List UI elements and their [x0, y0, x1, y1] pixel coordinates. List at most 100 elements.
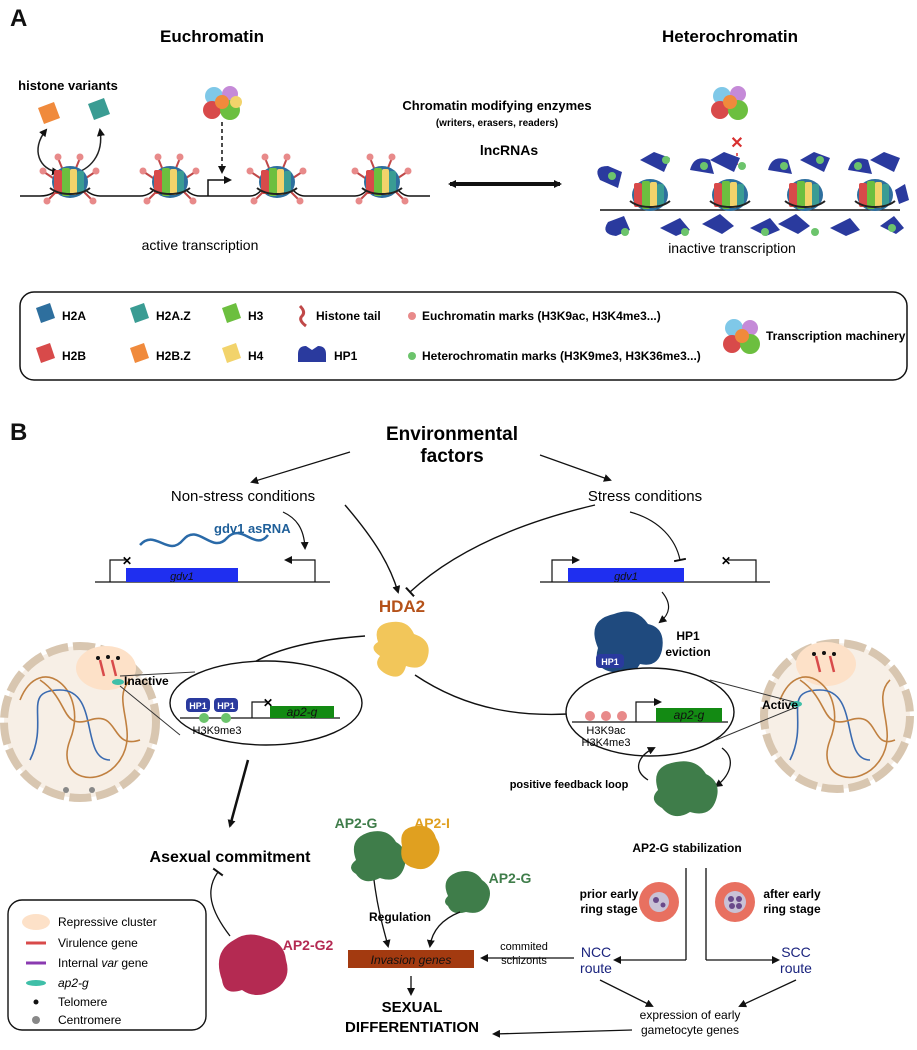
positive-feedback-label: positive feedback loop: [510, 779, 629, 791]
expression-label: expression of early: [640, 1008, 741, 1022]
sexual-differentiation-label: SEXUAL: [382, 999, 443, 1016]
legend-h3: H3: [248, 309, 264, 323]
gdv1-right-antisense: [728, 559, 757, 582]
gdv1-left-block-icon: ✕: [122, 554, 132, 568]
active-zoom-line-1: [709, 679, 795, 703]
h2b-icon: [36, 343, 55, 363]
histone-variants-label: histone variants: [18, 78, 118, 93]
stress-inhibit-antisense: [629, 511, 687, 563]
legend-internal-var-b: var: [101, 956, 119, 970]
complex-to-invasion-arrow: [373, 879, 391, 948]
hetero-mark-icon: [408, 352, 416, 360]
active-label: Active: [762, 698, 798, 712]
nucleosome-3: [245, 152, 308, 206]
ap2g-stabilized-protein-icon: [653, 761, 718, 817]
h2az-icon: [130, 303, 149, 323]
legend-telomere: Telomere: [58, 995, 108, 1009]
histone-tail-icon: [298, 304, 307, 328]
inactive-locus-ellipse: [169, 660, 363, 746]
env-factors-title-2: factors: [420, 446, 483, 467]
expression-label-2: gametocyte genes: [641, 1023, 739, 1037]
legend-machinery: Transcription machinery: [766, 329, 906, 343]
gdv1-right-gene: [568, 568, 684, 582]
legend-internal-var-c: gene: [118, 956, 148, 970]
panel-a-legend-box: [19, 291, 908, 381]
hda2-inhibit-active: [414, 674, 570, 721]
h3k4me3-label: H3K4me3: [582, 737, 631, 749]
gdv1-left-label: gdv1: [170, 571, 194, 583]
inactive-zoom-line-1: [119, 671, 196, 677]
inactive-tss: [251, 701, 268, 718]
panel-b-letter: B: [10, 419, 27, 446]
ap2g-left-label: ap2-g: [287, 705, 318, 719]
stress-label: Stress conditions: [588, 488, 702, 505]
heterochromatin-nucleosomes: [629, 178, 896, 212]
panel-a-letter: A: [10, 5, 27, 32]
ap2g-mid-label: AP2-G: [489, 870, 532, 886]
hp1-small-tag: [596, 654, 624, 668]
ap2g2-protein-icon: [218, 934, 288, 995]
legend-hp1: HP1: [334, 349, 358, 363]
ap2g-free-protein-icon: [445, 871, 490, 914]
commited-label: commited: [500, 941, 548, 953]
centromere-icon: [32, 1016, 40, 1024]
hda2-protein-icon: [373, 621, 429, 677]
gdv1-asrna-label: gdv1 asRNA: [214, 521, 291, 536]
euchromatin-title: Euchromatin: [160, 27, 264, 46]
env-to-stress-arrow: [539, 454, 612, 482]
ncc-label: NCC: [581, 944, 611, 960]
legend-h2az: H2A.Z: [156, 309, 191, 323]
hp1-bound-2-label: HP1: [217, 701, 235, 711]
ring-stage-late-icon: [715, 882, 755, 922]
legend-h2bz: H2B.Z: [156, 349, 191, 363]
h2bz-icon: [130, 343, 149, 363]
after-early-label: after early: [763, 887, 821, 901]
blocked-machinery-icon: [711, 86, 748, 120]
heterochromatin-title: Heterochromatin: [662, 27, 798, 46]
h2bz-variant-icon: [38, 102, 60, 124]
h3k9me3-label: H3K9me3: [193, 725, 242, 737]
eu-mark-2: [601, 711, 611, 721]
hp1-icon: [298, 346, 326, 362]
after-early-label-2: ring stage: [763, 902, 821, 916]
lncrnas-label: lncRNAs: [480, 142, 539, 158]
nucleosome-2: [138, 152, 201, 206]
left-nucleus: [0, 642, 160, 802]
feedback-arrow-out: [714, 747, 731, 788]
env-to-nonstress-arrow: [250, 451, 351, 485]
asexual-commitment-label: Asexual commitment: [150, 849, 312, 866]
scc-to-expression-arrow: [738, 979, 797, 1008]
ap2g-stabilization-label: AP2-G stabilization: [632, 841, 741, 855]
active-transcription-label: active transcription: [142, 237, 259, 253]
enzymes-label: Chromatin modifying enzymes: [402, 98, 591, 113]
legend-centromere: Centromere: [58, 1013, 122, 1027]
gdv1-right-tss: [551, 556, 580, 582]
eu-mark-icon: [408, 312, 416, 320]
nonstress-to-hda2-arrow: [344, 504, 401, 594]
tss-arrow-icon: [207, 176, 232, 196]
h3k9me3-mark-2: [221, 713, 231, 723]
legend-virulence: Virulence gene: [58, 936, 138, 950]
h3k9me3-mark-1: [199, 713, 209, 723]
inactive-transcription-label: inactive transcription: [668, 240, 796, 256]
stress-inhibit-hda2: [405, 504, 596, 598]
legend-h2b: H2B: [62, 349, 86, 363]
enzymes-sub-label: (writers, erasers, readers): [436, 118, 558, 129]
telomere-icon: [33, 999, 39, 1005]
hp1-bound-1: [186, 698, 210, 712]
legend-tail: Histone tail: [316, 309, 381, 323]
h4-icon: [222, 343, 241, 363]
legend-h4: H4: [248, 349, 264, 363]
heterochromatin-marks: [608, 156, 896, 236]
ap2g-right-gene: [656, 708, 722, 722]
prior-early-label: prior early: [580, 887, 639, 901]
block-x-icon: ✕: [730, 135, 743, 152]
sexual-differentiation-label-2: DIFFERENTIATION: [345, 1019, 479, 1036]
hp1-small-label: HP1: [601, 657, 619, 667]
prior-early-label-2: ring stage: [580, 902, 638, 916]
ap2g-top-label: AP2-G: [335, 815, 378, 831]
hp1-eviction-label: HP1: [676, 629, 700, 643]
legend-h2a: H2A: [62, 309, 86, 323]
gdv1-left-tss: [109, 559, 128, 582]
